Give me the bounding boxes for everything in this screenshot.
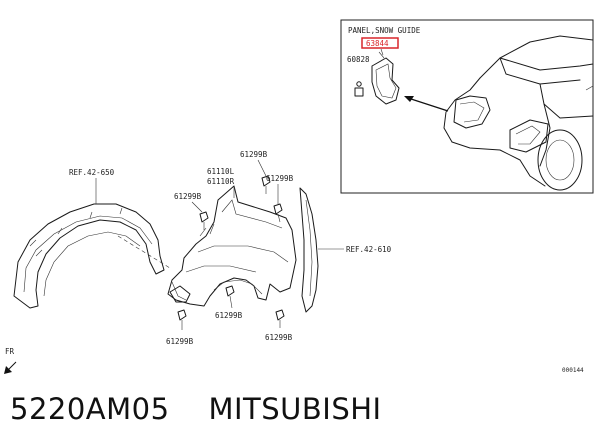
ref-mud-label[interactable]: REF.42-610 (346, 245, 392, 254)
front-fender[interactable] (167, 185, 297, 307)
caption: 5220AM05 MITSUBISHI (10, 392, 382, 426)
bolt-bottom-mid[interactable] (225, 285, 235, 309)
bolt-bottom-mid-label[interactable]: 61299B (215, 311, 243, 320)
bolt-top[interactable] (261, 175, 271, 194)
snow-guide-panel[interactable] (354, 48, 400, 105)
mud-guard[interactable] (299, 187, 319, 313)
bolt-upper-right-label[interactable]: 61299B (266, 174, 294, 183)
fender-right-label[interactable]: 61110R (207, 177, 235, 186)
front-marker-label: FR (5, 347, 15, 356)
bolt-top-label[interactable]: 61299B (240, 150, 268, 159)
car-front-sketch (443, 35, 594, 191)
caption-brand: MITSUBISHI (208, 392, 382, 426)
highlighted-code-box (361, 37, 399, 49)
front-direction-marker: FR (4, 347, 17, 374)
inset-frame (340, 19, 594, 194)
bolt-bottom-right[interactable] (275, 309, 285, 328)
ref-inner-label[interactable]: REF.42-650 (69, 168, 115, 177)
install-arrow (404, 96, 449, 112)
caption-part-number: 5220AM05 (10, 392, 170, 426)
fender-left-label[interactable]: 61110L (207, 167, 235, 176)
inset-title: PANEL,SNOW GUIDE (348, 26, 421, 35)
bolt-upper-left[interactable] (199, 211, 209, 230)
diagram-number: 000144 (562, 367, 584, 374)
highlighted-code[interactable]: 63844 (366, 39, 389, 48)
bolt-bottom-left[interactable] (177, 309, 187, 330)
bolt-bottom-right-label[interactable]: 61299B (265, 333, 293, 342)
inner-fender-liner[interactable] (13, 203, 165, 309)
bolt-upper-left-label[interactable]: 61299B (174, 192, 202, 201)
bolt-upper-right[interactable] (273, 203, 283, 223)
inset-panel: PANEL,SNOW GUIDE 63844 60828 (340, 19, 594, 194)
inset-part-label: 60828 (347, 55, 370, 64)
caption-gap (170, 392, 209, 426)
bolt-bottom-left-label[interactable]: 61299B (166, 337, 194, 346)
